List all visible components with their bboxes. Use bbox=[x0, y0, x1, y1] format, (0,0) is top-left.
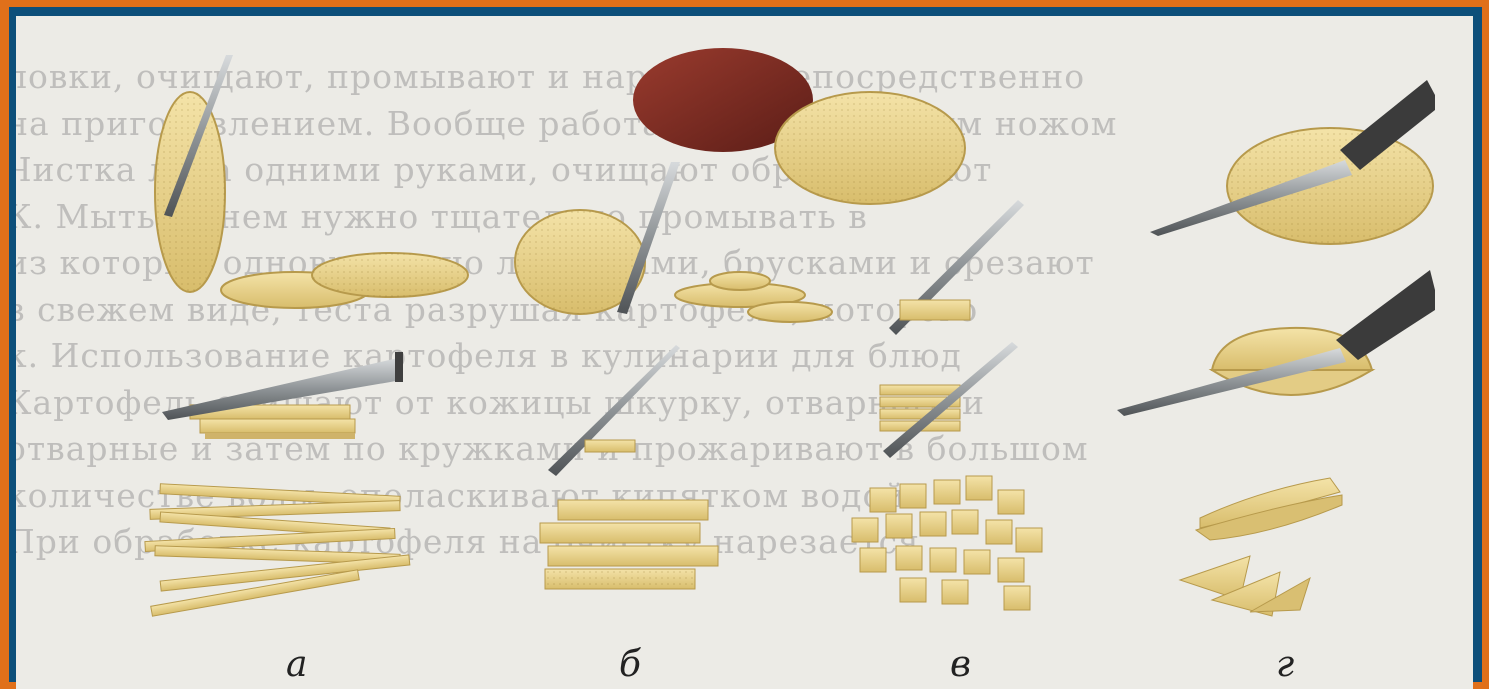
potato-slab-icon bbox=[900, 300, 970, 320]
potato-slices-icon bbox=[675, 272, 832, 322]
potato-cutting-illustration bbox=[16, 16, 1473, 689]
column-b-illustration bbox=[515, 48, 965, 589]
figure-label-g: г bbox=[1276, 644, 1294, 685]
potato-slab-icon bbox=[585, 440, 635, 452]
figure-label-b: б bbox=[619, 644, 641, 685]
figure-label-a: а bbox=[286, 644, 307, 685]
potato-icon bbox=[155, 92, 225, 292]
potato-icon bbox=[633, 48, 965, 204]
potato-cubes-icon bbox=[852, 476, 1042, 610]
column-v-illustration bbox=[852, 200, 1042, 610]
figure-label-v: в bbox=[950, 644, 971, 685]
potato-sticks-icon bbox=[145, 484, 410, 616]
potato-wedges-icon bbox=[1180, 478, 1342, 616]
potato-icon bbox=[1227, 128, 1433, 244]
knife-icon bbox=[548, 345, 680, 476]
potato-slices-icon bbox=[221, 253, 468, 308]
column-a-illustration bbox=[145, 55, 468, 616]
textbook-page: ловки, очищают, промывают и нарезают неп… bbox=[16, 16, 1473, 689]
column-g-illustration bbox=[1117, 80, 1435, 616]
potato-bars-icon bbox=[540, 500, 718, 589]
